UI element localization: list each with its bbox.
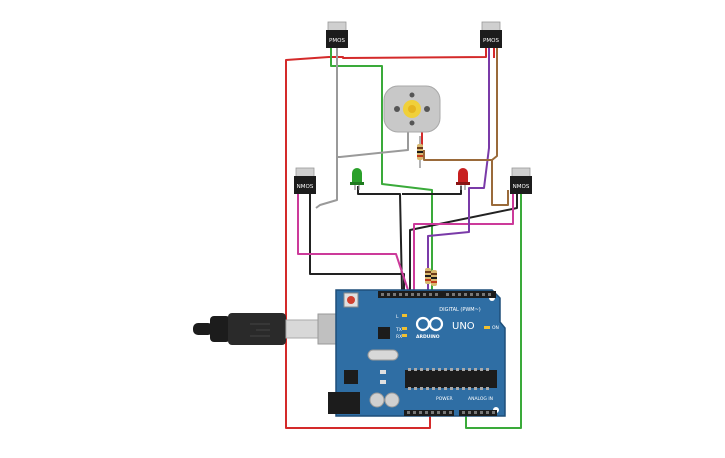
wire-gray[interactable]	[315, 48, 338, 209]
rx-label: RX	[396, 334, 402, 340]
mosfet-top-right[interactable]: PMOS	[480, 21, 502, 48]
brand-label: ARDUINO	[416, 334, 440, 340]
mosfet-label: PMOS	[483, 38, 499, 44]
power-header[interactable]	[404, 410, 454, 416]
resistor-header-2[interactable]	[431, 270, 437, 286]
resistor-motor[interactable]	[417, 136, 423, 168]
mosfet-top-left[interactable]: PMOS	[326, 21, 348, 48]
led-red[interactable]	[456, 168, 470, 190]
arduino-logo-icon	[415, 316, 444, 332]
model-label: UNO	[452, 321, 475, 332]
wires	[285, 48, 522, 429]
analog-header-label: ANALOG IN	[468, 396, 493, 402]
wire-black-nmos-right[interactable]	[409, 194, 518, 290]
wire-magenta-left[interactable]	[297, 194, 409, 291]
wire-brown-nmos[interactable]	[491, 160, 509, 206]
wire-red-5v[interactable]	[285, 48, 487, 429]
atmega-chip	[405, 370, 497, 388]
digital-header-label: DIGITAL (PWM~)	[439, 307, 481, 313]
mosfet-mid-left[interactable]: NMOS	[294, 167, 316, 194]
wire-purple[interactable]	[427, 48, 490, 290]
l-label: L	[396, 314, 399, 320]
mosfet-label: PMOS	[329, 38, 345, 44]
crystal	[367, 349, 399, 361]
wire-magenta-right[interactable]	[413, 194, 514, 290]
voltage-regulator	[344, 370, 358, 384]
on-label: ON	[492, 325, 499, 331]
wire-gray-motor[interactable]	[337, 132, 409, 158]
resistor-header-1[interactable]	[425, 268, 431, 284]
usb-chip	[378, 327, 390, 339]
mosfet-label: NMOS	[297, 184, 314, 190]
capacitor	[384, 392, 400, 408]
wire-black-led[interactable]	[357, 186, 403, 291]
power-jack[interactable]	[328, 392, 360, 414]
dc-motor[interactable]	[383, 85, 441, 133]
wire-green-analog[interactable]	[465, 194, 522, 429]
tx-label: TX	[395, 327, 402, 333]
power-header-label: POWER	[436, 396, 453, 402]
led-green[interactable]	[350, 168, 364, 190]
capacitor	[369, 392, 385, 408]
mosfet-mid-right[interactable]: NMOS	[510, 167, 532, 194]
wire-green-pmos[interactable]	[330, 48, 433, 290]
analog-header[interactable]	[459, 410, 497, 416]
arduino-uno-board[interactable]: DIGITAL (PWM~) TX RX L ARDUINO UNO ON	[328, 289, 506, 417]
mosfet-label: NMOS	[513, 184, 530, 190]
usb-cable[interactable]	[193, 313, 349, 345]
wire-black-nmos-left[interactable]	[309, 194, 405, 290]
